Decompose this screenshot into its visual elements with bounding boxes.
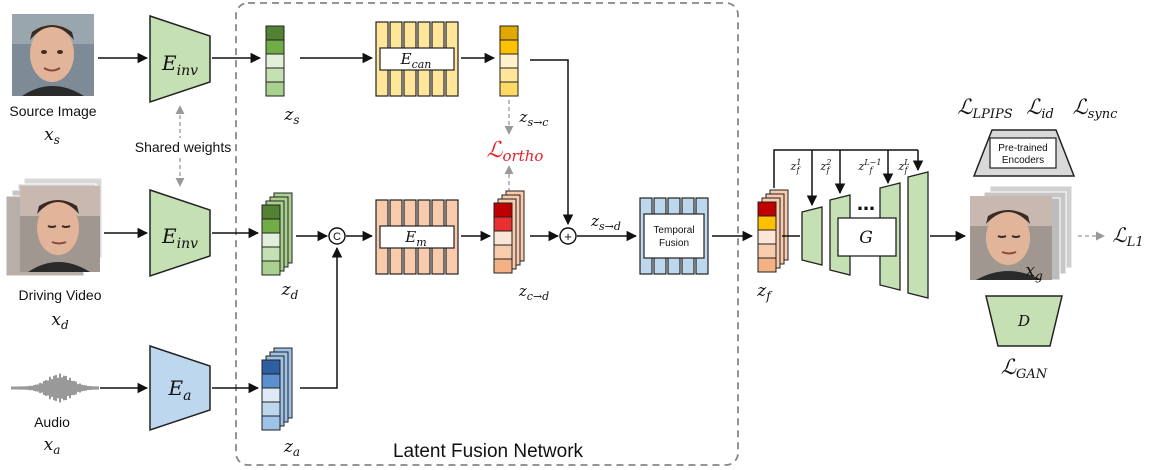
add-op xyxy=(559,227,577,245)
encoder-audio xyxy=(149,344,211,432)
latent-fusion-network-title: Latent Fusion Network xyxy=(393,441,584,462)
module-ecan-label: Ecan xyxy=(400,50,432,71)
output-frames xyxy=(970,185,1073,281)
concat-op xyxy=(328,227,346,245)
arrow-za-to-concat xyxy=(300,246,343,389)
module-ecan xyxy=(375,21,459,97)
arrow-zsc-to-add xyxy=(530,59,574,226)
encoder-inv-mid-label: Einv xyxy=(161,224,198,252)
discriminator xyxy=(985,295,1063,347)
temporal-fusion-line2: Fusion xyxy=(659,238,689,249)
audio-waveform xyxy=(11,373,99,403)
loss-ortho: ℒortho xyxy=(487,138,544,165)
latent-zs-label: zs xyxy=(283,105,299,127)
pretrained-line2: Encoders xyxy=(1002,155,1044,166)
module-em xyxy=(375,199,459,275)
latent-zs xyxy=(265,25,285,97)
encoder-inv-top xyxy=(149,14,211,104)
source-image-var: xs xyxy=(44,125,60,147)
encoder-audio-label: Ea xyxy=(168,376,192,404)
latent-fusion-network-frame xyxy=(235,2,739,466)
latent-zcd-label: zc→d xyxy=(518,282,549,303)
driving-video-label: Driving Video xyxy=(18,287,101,303)
module-em-label: Em xyxy=(404,228,426,249)
encoder-inv-mid xyxy=(149,188,211,278)
concat-op-label: C xyxy=(333,231,341,243)
latent-zcd xyxy=(493,190,525,274)
generator-g-label: G xyxy=(859,228,873,248)
discriminator-label: D xyxy=(1017,312,1030,330)
latent-zf xyxy=(757,189,789,273)
latent-zsc xyxy=(499,25,519,97)
shared-weights-label: Shared weights xyxy=(135,139,232,155)
loss-lpips: ℒLPIPS xyxy=(957,95,1012,122)
loss-l1: ℒL1 xyxy=(1112,223,1143,250)
source-image xyxy=(12,14,94,96)
encoder-inv-top-label: Einv xyxy=(161,51,198,79)
source-image-label: Source Image xyxy=(9,103,96,119)
pretrained-line1: Pre-trained xyxy=(998,143,1047,154)
latent-zd-label: zd xyxy=(281,280,299,302)
generator-g xyxy=(801,171,929,299)
audio-var: xa xyxy=(44,435,61,457)
latent-za-label: za xyxy=(283,437,300,459)
driving-video-frames xyxy=(5,177,103,277)
generator-dots: … xyxy=(857,194,875,215)
module-temporal-fusion xyxy=(639,197,709,275)
latent-zsc-label: zs→c xyxy=(519,108,549,129)
loss-sync: ℒsync xyxy=(1073,95,1119,122)
driving-video-var: xd xyxy=(51,310,69,332)
loss-id: ℒid xyxy=(1026,95,1054,122)
latent-zd xyxy=(261,192,293,276)
loss-gan: ℒGAN xyxy=(1001,355,1048,382)
temporal-fusion-line1: Temporal xyxy=(653,225,694,236)
zf-tap-bus xyxy=(773,149,918,188)
latent-za xyxy=(261,347,293,431)
output-var: xg xyxy=(1025,261,1043,283)
add-op-label: + xyxy=(564,229,572,244)
latent-zsd-label: zs→d xyxy=(590,212,621,233)
audio-label: Audio xyxy=(34,414,70,430)
latent-zf-label: zf xyxy=(756,281,773,303)
